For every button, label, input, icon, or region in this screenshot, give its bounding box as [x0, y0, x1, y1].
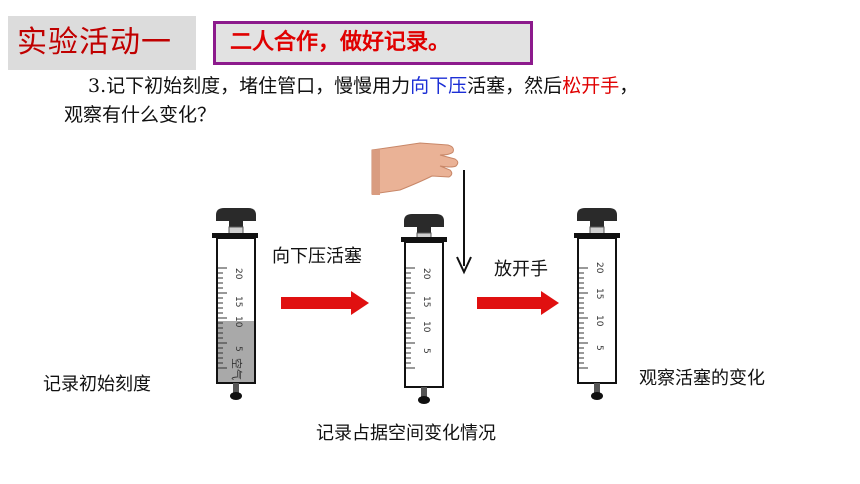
label-release: 放开手 — [494, 259, 548, 280]
scale-15: 15 — [233, 296, 243, 307]
instruction-release-highlight: 松开手 — [562, 75, 620, 97]
scale-15: 15 — [594, 288, 604, 299]
syringe-icon — [574, 208, 620, 400]
instruction-number: 3. — [88, 75, 107, 97]
syringe-released: 20 15 10 5 — [574, 208, 620, 400]
scale-5: 5 — [233, 346, 243, 352]
scale-10: 10 — [421, 321, 431, 333]
instruction-part2: 活塞，然后 — [467, 75, 563, 97]
instruction-push-highlight: 向下压 — [410, 75, 468, 97]
right-arrow-icon — [477, 291, 559, 315]
scale-5: 5 — [594, 345, 604, 351]
scale-20: 20 — [421, 268, 431, 280]
air-label: 空气 — [230, 358, 244, 380]
syringe-icon — [212, 208, 258, 400]
syringe-icon — [401, 214, 447, 404]
hand-icon — [371, 142, 459, 195]
instruction-part1: 记下初始刻度，堵住管口，慢慢用力 — [106, 75, 411, 97]
syringe-initial: 20 15 10 5 空气 — [212, 208, 258, 400]
instruction-part3: ， — [619, 75, 639, 97]
right-arrow-icon — [281, 291, 369, 315]
scale-20: 20 — [233, 268, 243, 280]
scale-15: 15 — [421, 296, 431, 307]
scale-20: 20 — [594, 262, 604, 274]
scale-10: 10 — [233, 316, 243, 328]
section-title: 实验活动一 — [8, 16, 196, 70]
down-arrow-icon — [456, 170, 472, 275]
label-push-down: 向下压活塞 — [272, 246, 362, 267]
label-observe: 观察活塞的变化 — [639, 368, 765, 389]
scale-10: 10 — [594, 315, 604, 327]
scale-5: 5 — [421, 348, 431, 354]
syringe-pushed: 20 15 10 5 — [401, 214, 447, 404]
instruction-text: 3.记下初始刻度，堵住管口，慢慢用力向下压活塞，然后松开手， 观察有什么变化？ — [64, 72, 824, 130]
task-tag: 二人合作，做好记录。 — [213, 21, 533, 65]
label-record-initial: 记录初始刻度 — [43, 374, 151, 395]
label-record-change: 记录占据空间变化情况 — [316, 423, 496, 444]
instruction-line2: 观察有什么变化？ — [64, 104, 217, 126]
